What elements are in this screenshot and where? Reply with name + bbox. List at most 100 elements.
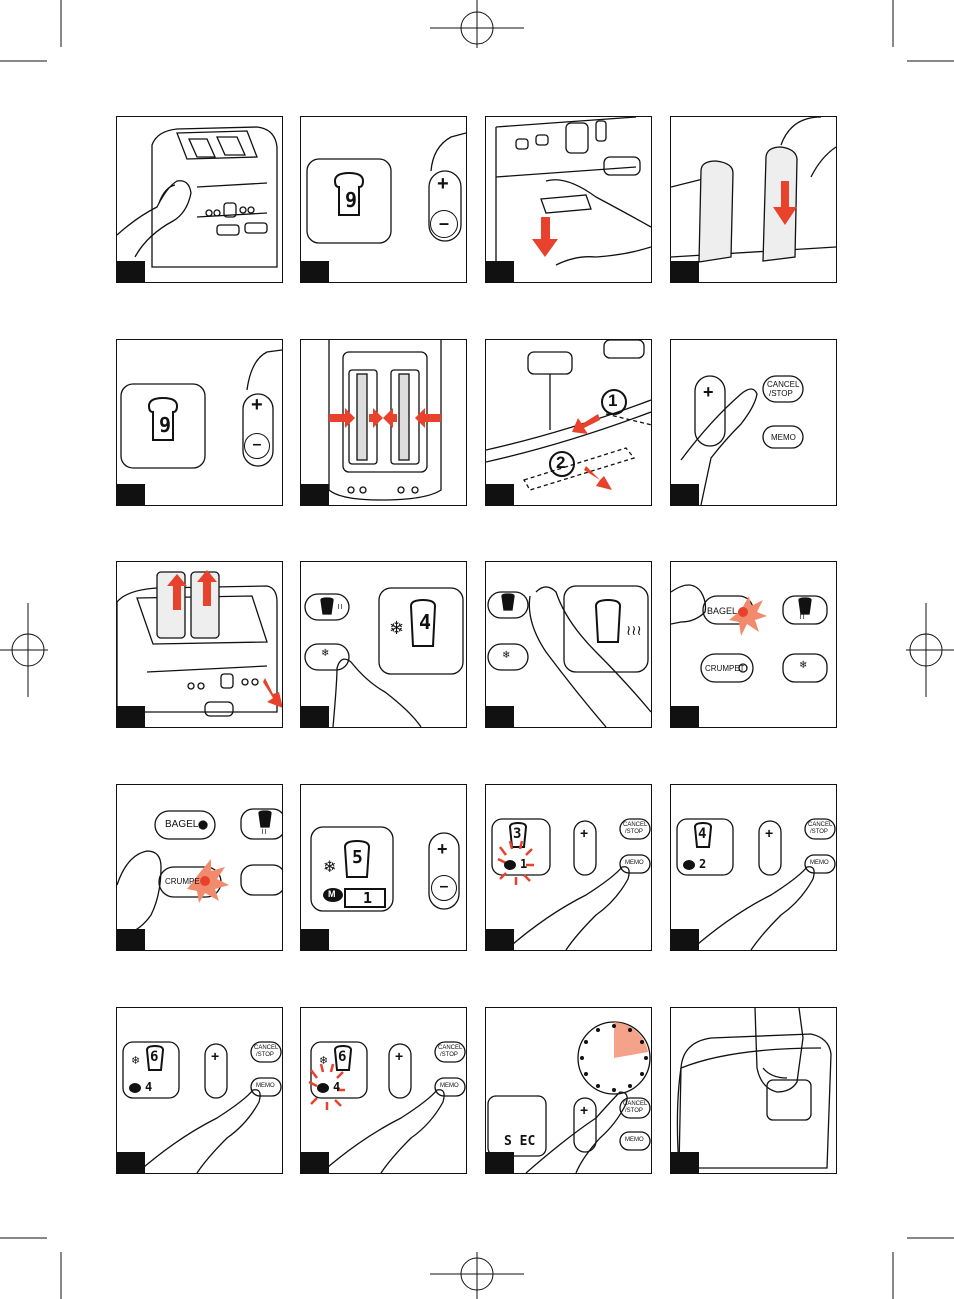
registration-mark-left-icon bbox=[0, 603, 48, 697]
press-plus-cancel-illustration bbox=[671, 340, 836, 505]
memo-button[interactable]: MEMO bbox=[625, 1137, 644, 1143]
toast-level-display: 9 bbox=[159, 413, 171, 437]
bread-slice-icon bbox=[596, 600, 620, 642]
step-panel-16: 4 2 + CANCEL /STOP MEMO bbox=[670, 784, 837, 951]
step-panel-8: + CANCEL /STOP MEMO bbox=[670, 339, 837, 506]
memo-button[interactable]: MEMO bbox=[810, 860, 829, 866]
cancel-stop-button-line2[interactable]: /STOP bbox=[625, 1108, 643, 1114]
crumb-tray-illustration bbox=[486, 340, 651, 505]
cancel-stop-button-line2[interactable]: /STOP bbox=[810, 829, 828, 835]
step-panel-10: ❄ ❄ ≀≀ 4 bbox=[300, 561, 467, 728]
step-panel-15: 3 1 + CANCEL /STOP MEMO bbox=[485, 784, 652, 951]
cancel-stop-button-line1[interactable]: CANCEL bbox=[438, 1045, 462, 1051]
snowflake-icon: ❄ bbox=[799, 660, 807, 671]
plus-button[interactable]: + bbox=[703, 382, 714, 403]
minus-button[interactable]: – bbox=[431, 875, 457, 901]
crumpet-button[interactable]: CRUMPE bbox=[165, 877, 200, 886]
crumpet-indicator-light bbox=[200, 876, 210, 886]
bread-slice-icon bbox=[321, 598, 333, 614]
step-number-box bbox=[486, 929, 514, 950]
plus-button[interactable]: + bbox=[437, 839, 448, 860]
toast-level-display: 4 bbox=[419, 610, 431, 634]
minus-button[interactable]: – bbox=[244, 433, 270, 459]
memo-save-illustration bbox=[486, 785, 651, 950]
step-panel-19: S EC + CANCEL /STOP MEMO bbox=[485, 1007, 652, 1174]
cancel-stop-button-line1[interactable]: CANCEL bbox=[623, 1101, 647, 1107]
timer-sweep-icon bbox=[614, 1022, 648, 1058]
memo-button[interactable]: MEMO bbox=[625, 860, 644, 866]
bagel-button[interactable]: BAGEL bbox=[707, 606, 737, 616]
bagel-light-burst-icon bbox=[729, 596, 767, 636]
step-number-box bbox=[671, 929, 699, 950]
cancel-stop-button-line1[interactable]: CANCEL bbox=[623, 822, 647, 828]
plus-button[interactable]: + bbox=[211, 1048, 219, 1064]
toast-level-display: 9 bbox=[345, 188, 357, 212]
step-panel-13: BAGEL CRUMPE ≀≀ bbox=[116, 784, 283, 951]
step-number-box bbox=[117, 929, 145, 950]
cancel-stop-button-line2[interactable]: /STOP bbox=[625, 829, 643, 835]
display-and-plus-minus-illustration bbox=[301, 117, 466, 282]
memo-button[interactable]: MEMO bbox=[256, 1083, 275, 1089]
registration-mark-bottom-icon bbox=[430, 1252, 524, 1299]
minus-label: – bbox=[440, 878, 449, 895]
bread-centering-top-view-illustration bbox=[301, 340, 466, 505]
step-number-box bbox=[671, 261, 699, 282]
registration-mark-right-icon bbox=[906, 603, 954, 697]
step-number-box bbox=[486, 1152, 514, 1173]
steam-icon: ≀≀≀ bbox=[626, 622, 642, 639]
cancel-stop-button-line2[interactable]: /STOP bbox=[256, 1052, 274, 1058]
minus-button[interactable]: – bbox=[430, 210, 458, 238]
step-panel-1 bbox=[116, 116, 283, 283]
step-number-box bbox=[117, 261, 145, 282]
step-number-box bbox=[117, 706, 145, 727]
display-and-plus-minus-illustration bbox=[117, 340, 282, 505]
memory-slot-display: 4 bbox=[333, 1080, 340, 1094]
bagel-indicator-light bbox=[738, 607, 748, 617]
bread-slice-icon bbox=[502, 594, 514, 610]
plus-button[interactable]: + bbox=[580, 825, 588, 841]
plus-button[interactable]: + bbox=[395, 1048, 403, 1064]
cancel-stop-button-line2[interactable]: /STOP bbox=[440, 1052, 458, 1058]
insert-bread-illustration bbox=[671, 117, 836, 282]
crumpet-button-illustration bbox=[117, 785, 282, 950]
step-number-box bbox=[486, 706, 514, 727]
crumpet-button[interactable]: CRUMPET bbox=[705, 664, 745, 673]
snowflake-icon: ❄ bbox=[323, 857, 336, 877]
memo-save-illustration bbox=[671, 785, 836, 950]
step-panel-2: 9 + – bbox=[300, 116, 467, 283]
step-panel-17: ❄ 6 4 + CANCEL /STOP MEMO bbox=[116, 1007, 283, 1174]
toast-level-display: 4 bbox=[698, 826, 706, 842]
minus-label: – bbox=[253, 436, 262, 453]
memo-button[interactable]: MEMO bbox=[771, 433, 796, 442]
registration-mark-top-icon bbox=[430, 0, 524, 48]
step-panel-20 bbox=[670, 1007, 837, 1174]
steam-icon: ≀≀ bbox=[261, 827, 267, 836]
bagel-button[interactable]: BAGEL bbox=[165, 819, 198, 830]
step-panel-18: ❄ 6 4 + CANCEL /STOP MEMO bbox=[300, 1007, 467, 1174]
step-panel-3 bbox=[485, 116, 652, 283]
cancel-stop-button-line2[interactable]: /STOP bbox=[769, 389, 793, 398]
plus-button[interactable]: + bbox=[765, 825, 773, 841]
snowflake-icon: ❄ bbox=[502, 650, 510, 661]
plus-button[interactable]: + bbox=[580, 1102, 588, 1118]
bagel-button-illustration bbox=[671, 562, 836, 727]
step-number-box bbox=[301, 484, 329, 505]
steam-icon: ≀≀ bbox=[337, 602, 343, 611]
step-number-box bbox=[671, 1152, 699, 1173]
plus-button[interactable]: + bbox=[251, 394, 263, 417]
red-arrow-icon bbox=[329, 408, 441, 428]
cancel-stop-button-line1[interactable]: CANCEL bbox=[808, 822, 832, 828]
step-number-box bbox=[671, 706, 699, 727]
snowflake-icon: ❄ bbox=[131, 1054, 140, 1067]
memory-slot-display: 1 bbox=[363, 889, 372, 907]
step-number-box bbox=[301, 929, 329, 950]
snowflake-icon: ❄ bbox=[319, 1054, 328, 1067]
memo-save-illustration bbox=[117, 1008, 282, 1173]
plus-button[interactable]: + bbox=[437, 173, 449, 196]
memo-button[interactable]: MEMO bbox=[440, 1083, 459, 1089]
step-number-box bbox=[486, 484, 514, 505]
seconds-display: S EC bbox=[504, 1134, 535, 1149]
step-number-box bbox=[117, 1152, 145, 1173]
cancel-stop-button-line1[interactable]: CANCEL bbox=[767, 380, 799, 389]
cancel-stop-button-line1[interactable]: CANCEL bbox=[254, 1045, 278, 1051]
